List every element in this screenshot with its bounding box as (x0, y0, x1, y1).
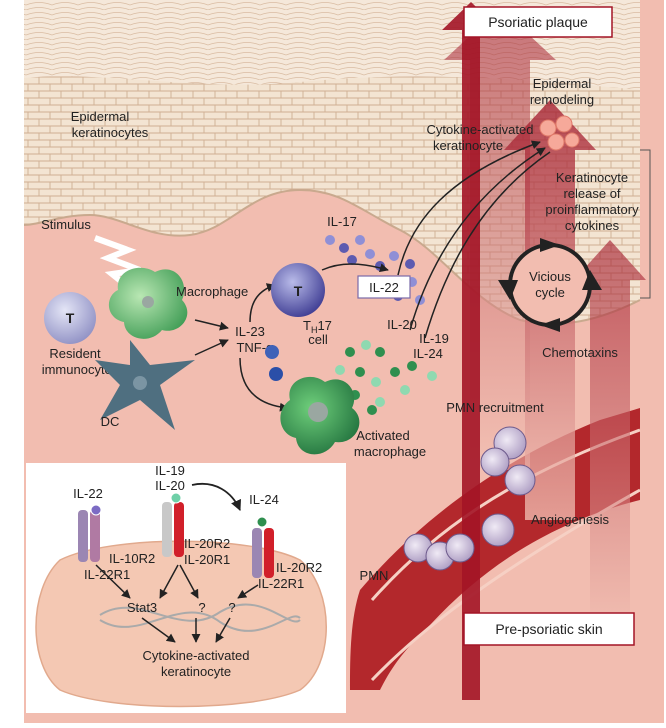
arrow-stat3-down (141, 617, 176, 643)
inset-il22-label: IL-22 (73, 486, 103, 501)
activated-macrophage-label-1: Activated (356, 428, 409, 443)
resident-immunocytes-label-1: Resident (49, 346, 101, 361)
macrophage-nucleus (142, 296, 154, 308)
inset-il20r2-label-a: IL-20R2 (184, 536, 230, 551)
activated-macrophage-nucleus (308, 402, 328, 422)
psoriatic-plaque-box (463, 6, 613, 38)
resident-t-cell (44, 292, 96, 344)
psoriatic-plaque-label: Psoriatic plaque (488, 14, 588, 30)
arrow-il20-signal-q (179, 564, 199, 599)
keratinocyte-release-label-3: proinflammatory (545, 202, 639, 217)
dc-nucleus (133, 376, 147, 390)
inset-il22r1-label-b: IL-22R1 (258, 576, 304, 591)
arrow-il20-to-keratinocyte (409, 147, 546, 331)
angiogenesis-label: Angiogenesis (531, 512, 610, 527)
macrophage-cytokine-particles (335, 340, 437, 415)
pre-psoriatic-label: Pre-psoriatic skin (495, 621, 602, 637)
dc-label: DC (101, 414, 120, 429)
keratinocyte-release-label-2: release of (563, 186, 620, 201)
il22-box-label: IL-22 (369, 280, 399, 295)
arrow-il22-to-keratinocyte (397, 140, 541, 276)
arrow-th17-to-il22 (321, 263, 389, 273)
inset-il20-label: IL-20 (155, 478, 185, 493)
vicious-cycle-label-1: Vicious (529, 269, 571, 284)
il24-ligand (256, 516, 268, 528)
th17-cell (271, 263, 325, 317)
inset-q2-label: ? (228, 600, 235, 615)
vicious-cycle (498, 238, 602, 332)
epidermal-remodeling-label-2: remodeling (530, 92, 594, 107)
inset-result-label-2: keratinocyte (161, 664, 231, 679)
arrow-il24-signal (237, 584, 259, 599)
tnf-label: TNF-α (236, 340, 274, 355)
keratinocyte-release-label-4: cytokines (565, 218, 620, 233)
arrow-il22-signal (95, 564, 131, 599)
epidermal-keratinocytes-label-1: Epidermal (71, 109, 130, 124)
resident-t-cell-letter: T (66, 310, 75, 326)
epidermal-keratinocytes-label-2: keratinocytes (72, 125, 149, 140)
inset-il24-label: IL-24 (249, 492, 279, 507)
il19-label: IL-19 (419, 331, 449, 346)
inset-q1-label: ? (198, 600, 205, 615)
il20r2-receptor-b (252, 528, 262, 578)
il17-label: IL-17 (327, 214, 357, 229)
stimulus-label: Stimulus (41, 217, 91, 232)
arrow-tnf-to-macrophage (239, 357, 289, 412)
inset-stat3-label: Stat3 (127, 600, 157, 615)
il20r1-receptor (174, 502, 184, 557)
vicious-cycle-label-2: cycle (535, 285, 565, 300)
arrow-macrophage-to-il23 (194, 319, 229, 331)
pmn-cells (403, 426, 536, 571)
th17-cell-label: cell (308, 332, 328, 347)
cytokine-dot (269, 367, 283, 381)
il20r2-receptor-a (162, 502, 172, 557)
inset-il22r1-label: IL-22R1 (84, 567, 130, 582)
inset-il20r1-label: IL-20R1 (184, 552, 230, 567)
pmn-recruitment-label: PMN recruitment (446, 400, 544, 415)
il22r1-receptor (90, 510, 100, 562)
cytokine-dot (265, 345, 279, 359)
inset-result-label-1: Cytokine-activated (143, 648, 250, 663)
pmn-label: PMN (360, 568, 389, 583)
inset-il10r2-label: IL-10R2 (109, 551, 155, 566)
pre-psoriatic-box (463, 612, 635, 646)
il22-box (357, 275, 411, 299)
arrow-il20-signal-stat3 (159, 564, 179, 599)
il22-ligand (90, 504, 102, 516)
arrow-q2-down (215, 617, 231, 643)
keratinocyte-cell-body (35, 540, 327, 708)
il19-il20-ligand (170, 492, 182, 504)
chemotaxins-label: Chemotaxins (542, 345, 618, 360)
arrow-il19-to-keratinocyte (424, 151, 551, 339)
remodeled-keratinocytes (539, 115, 580, 151)
lightning-bolt-icon (93, 235, 142, 293)
il22r1-receptor-b (264, 528, 274, 578)
th17-label-t: TH17 (303, 318, 332, 335)
inset-il19-label: IL-19 (155, 463, 185, 478)
arrow-il20-to-il24-receptor (191, 483, 241, 511)
il10r2-receptor (78, 510, 88, 562)
il24-label: IL-24 (413, 346, 443, 361)
macrophage-label: Macrophage (176, 284, 248, 299)
resident-immunocytes-label-2: immunocytes (42, 362, 119, 377)
inset-il20r2-label-b: IL-20R2 (276, 560, 322, 575)
th17-letter: T (294, 283, 303, 299)
il23-label: IL-23 (235, 324, 265, 339)
epidermal-remodeling-label-1: Epidermal (533, 76, 592, 91)
il20-label: IL-20 (387, 317, 417, 332)
cytokine-activated-keratinocyte-label-2: keratinocyte (433, 138, 503, 153)
arrow-dc-to-il23 (194, 339, 229, 356)
bracket (640, 149, 651, 299)
keratinocyte-release-label-1: Keratinocyte (556, 170, 628, 185)
activated-macrophage-label-2: macrophage (354, 444, 426, 459)
cytokine-activated-keratinocyte-label-1: Cytokine-activated (427, 122, 534, 137)
dna-strand-2 (99, 611, 301, 632)
dna-strand-1 (99, 603, 301, 623)
